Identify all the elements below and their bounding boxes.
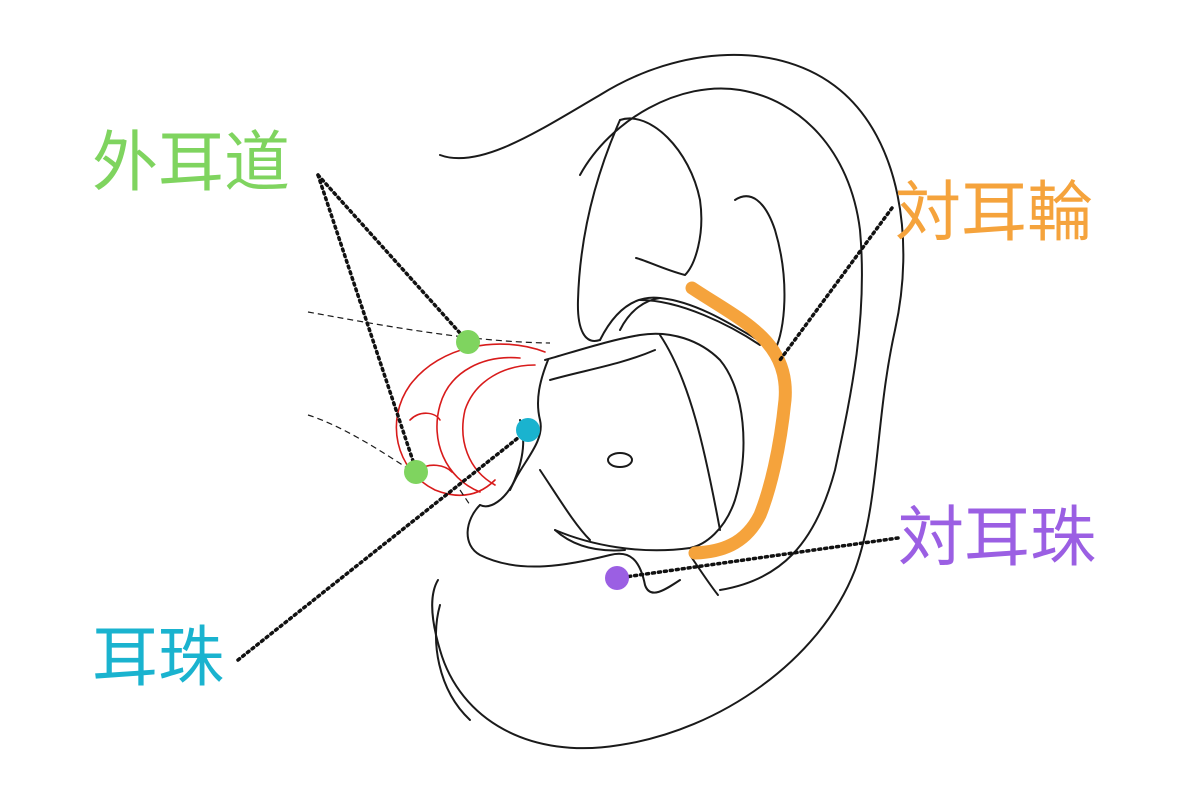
leader-antihelix: [778, 206, 894, 362]
ear-canal-marker-lower: [404, 460, 428, 484]
ear-canal-label: 外耳道: [92, 124, 290, 201]
ear-outline: [431, 53, 905, 750]
canal-guide-lines: [307, 311, 551, 506]
tragus-marker: [516, 418, 540, 442]
antitragus-label: 対耳珠: [898, 499, 1096, 576]
canal-sketch: [395, 343, 546, 496]
leader-canal-lower: [316, 173, 418, 472]
leader-canal-upper: [316, 173, 470, 344]
antihelix-label: 対耳輪: [895, 174, 1093, 251]
tragus-label: 耳珠: [92, 619, 224, 696]
antitragus-marker: [605, 566, 629, 590]
antihelix-highlight: [685, 281, 792, 560]
leader-tragus: [236, 428, 530, 662]
leader-antitragus: [616, 536, 900, 580]
ear-canal-marker-upper: [456, 330, 480, 354]
leader-lines: [236, 173, 900, 662]
